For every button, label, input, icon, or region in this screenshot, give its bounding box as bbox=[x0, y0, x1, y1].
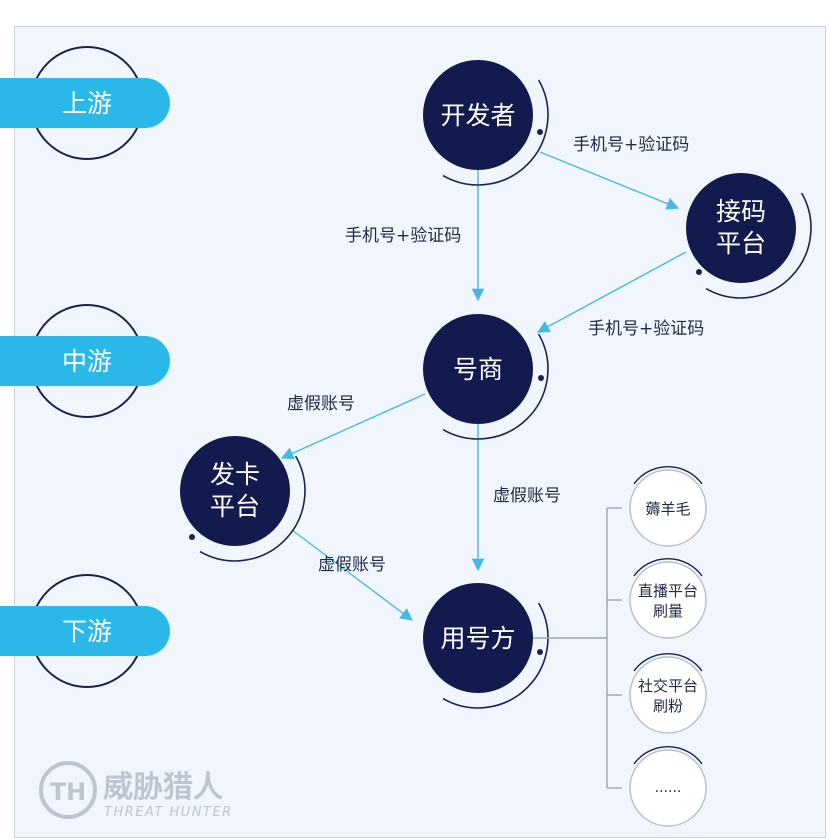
use-circle bbox=[629, 561, 707, 639]
stage-tab bbox=[0, 78, 170, 128]
edge-label-dealer-to-user: 虚假账号 bbox=[493, 486, 561, 506]
arrow-dev-to-sms bbox=[539, 151, 680, 210]
use-live-streaming: 直播平台 刷量 bbox=[629, 558, 707, 639]
node-card-platform: 发卡 平台 bbox=[180, 436, 306, 562]
node-orbit-arc bbox=[442, 602, 549, 709]
use-circle bbox=[629, 656, 707, 734]
uses-bracket bbox=[533, 507, 622, 789]
node-circle bbox=[423, 314, 533, 424]
node-orbit-dot bbox=[537, 129, 543, 135]
edge-label-sms-to-dealer: 手机号+验证码 bbox=[588, 319, 704, 339]
use-social: 社交平台 刷粉 bbox=[629, 653, 707, 734]
stage-label: 中游 bbox=[62, 347, 112, 376]
edge-label-dev-to-sms: 手机号+验证码 bbox=[573, 135, 689, 155]
watermark-brand-cn: 威胁猎人 bbox=[103, 770, 223, 805]
use-orbit-arc bbox=[633, 746, 703, 765]
watermark-logo-letters: TH bbox=[50, 778, 86, 806]
stage-label: 下游 bbox=[62, 617, 112, 646]
node-label-line1: 发卡 bbox=[210, 460, 260, 489]
use-label-line1: 直播平台 bbox=[638, 582, 698, 600]
arrow-card-to-user bbox=[291, 529, 414, 621]
node-orbit-arc bbox=[442, 79, 549, 186]
node-circle bbox=[423, 583, 533, 693]
stage-label: 上游 bbox=[62, 89, 112, 118]
node-sms-platform: 接码 平台 bbox=[686, 173, 812, 299]
node-label-line2: 平台 bbox=[210, 492, 260, 521]
edges bbox=[280, 151, 687, 621]
edge-label-dealer-to-card: 虚假账号 bbox=[287, 394, 355, 414]
node-label-line2: 平台 bbox=[716, 229, 766, 258]
arrow-dealer-to-card bbox=[280, 393, 426, 460]
node-orbit-dot bbox=[189, 534, 195, 540]
node-orbit-dot bbox=[696, 269, 702, 275]
stage-midstream: 中游 bbox=[0, 304, 170, 418]
node-orbit-arc bbox=[442, 333, 549, 440]
node-account-dealer: 号商 bbox=[423, 314, 549, 440]
watermark: TH 威胁猎人 THREAT HUNTER bbox=[39, 761, 233, 820]
node-circle bbox=[180, 436, 290, 546]
stage-tab bbox=[0, 606, 170, 656]
use-label-line2: 刷量 bbox=[653, 602, 683, 620]
node-orbit-dot bbox=[538, 375, 544, 381]
node-label: 号商 bbox=[453, 355, 503, 384]
edge-label-dev-to-dealer: 手机号+验证码 bbox=[345, 226, 461, 246]
node-label: 用号方 bbox=[440, 624, 515, 653]
use-orbit-arc bbox=[633, 558, 703, 577]
node-orbit-dot bbox=[537, 649, 543, 655]
use-label-line1: 社交平台 bbox=[638, 677, 698, 695]
node-developer: 开发者 bbox=[423, 60, 549, 186]
node-circle bbox=[686, 173, 796, 283]
stage-tab bbox=[0, 336, 170, 386]
use-label-line2: 刷粉 bbox=[653, 697, 683, 715]
use-circle bbox=[629, 469, 707, 547]
node-orbit-arc bbox=[705, 192, 812, 299]
node-account-user: 用号方 bbox=[423, 583, 549, 709]
use-orbit-arc bbox=[633, 466, 703, 485]
arrow-sms-to-dealer bbox=[536, 251, 687, 333]
watermark-logo-icon bbox=[39, 761, 97, 819]
node-label: 开发者 bbox=[440, 101, 515, 130]
stage-downstream: 下游 bbox=[0, 574, 170, 688]
node-orbit-arc bbox=[199, 455, 306, 562]
use-label: ...... bbox=[655, 780, 682, 796]
use-more: ...... bbox=[629, 746, 707, 827]
node-label-line1: 接码 bbox=[716, 197, 766, 226]
use-wool: 薅羊毛 bbox=[629, 466, 707, 547]
use-orbit-arc bbox=[633, 653, 703, 672]
use-label: 薅羊毛 bbox=[645, 500, 690, 518]
use-circle bbox=[629, 749, 707, 827]
node-circle bbox=[423, 60, 533, 170]
watermark-brand-en: THREAT HUNTER bbox=[104, 805, 233, 820]
edge-label-card-to-user: 虚假账号 bbox=[318, 555, 386, 575]
stage-upstream: 上游 bbox=[0, 46, 170, 160]
